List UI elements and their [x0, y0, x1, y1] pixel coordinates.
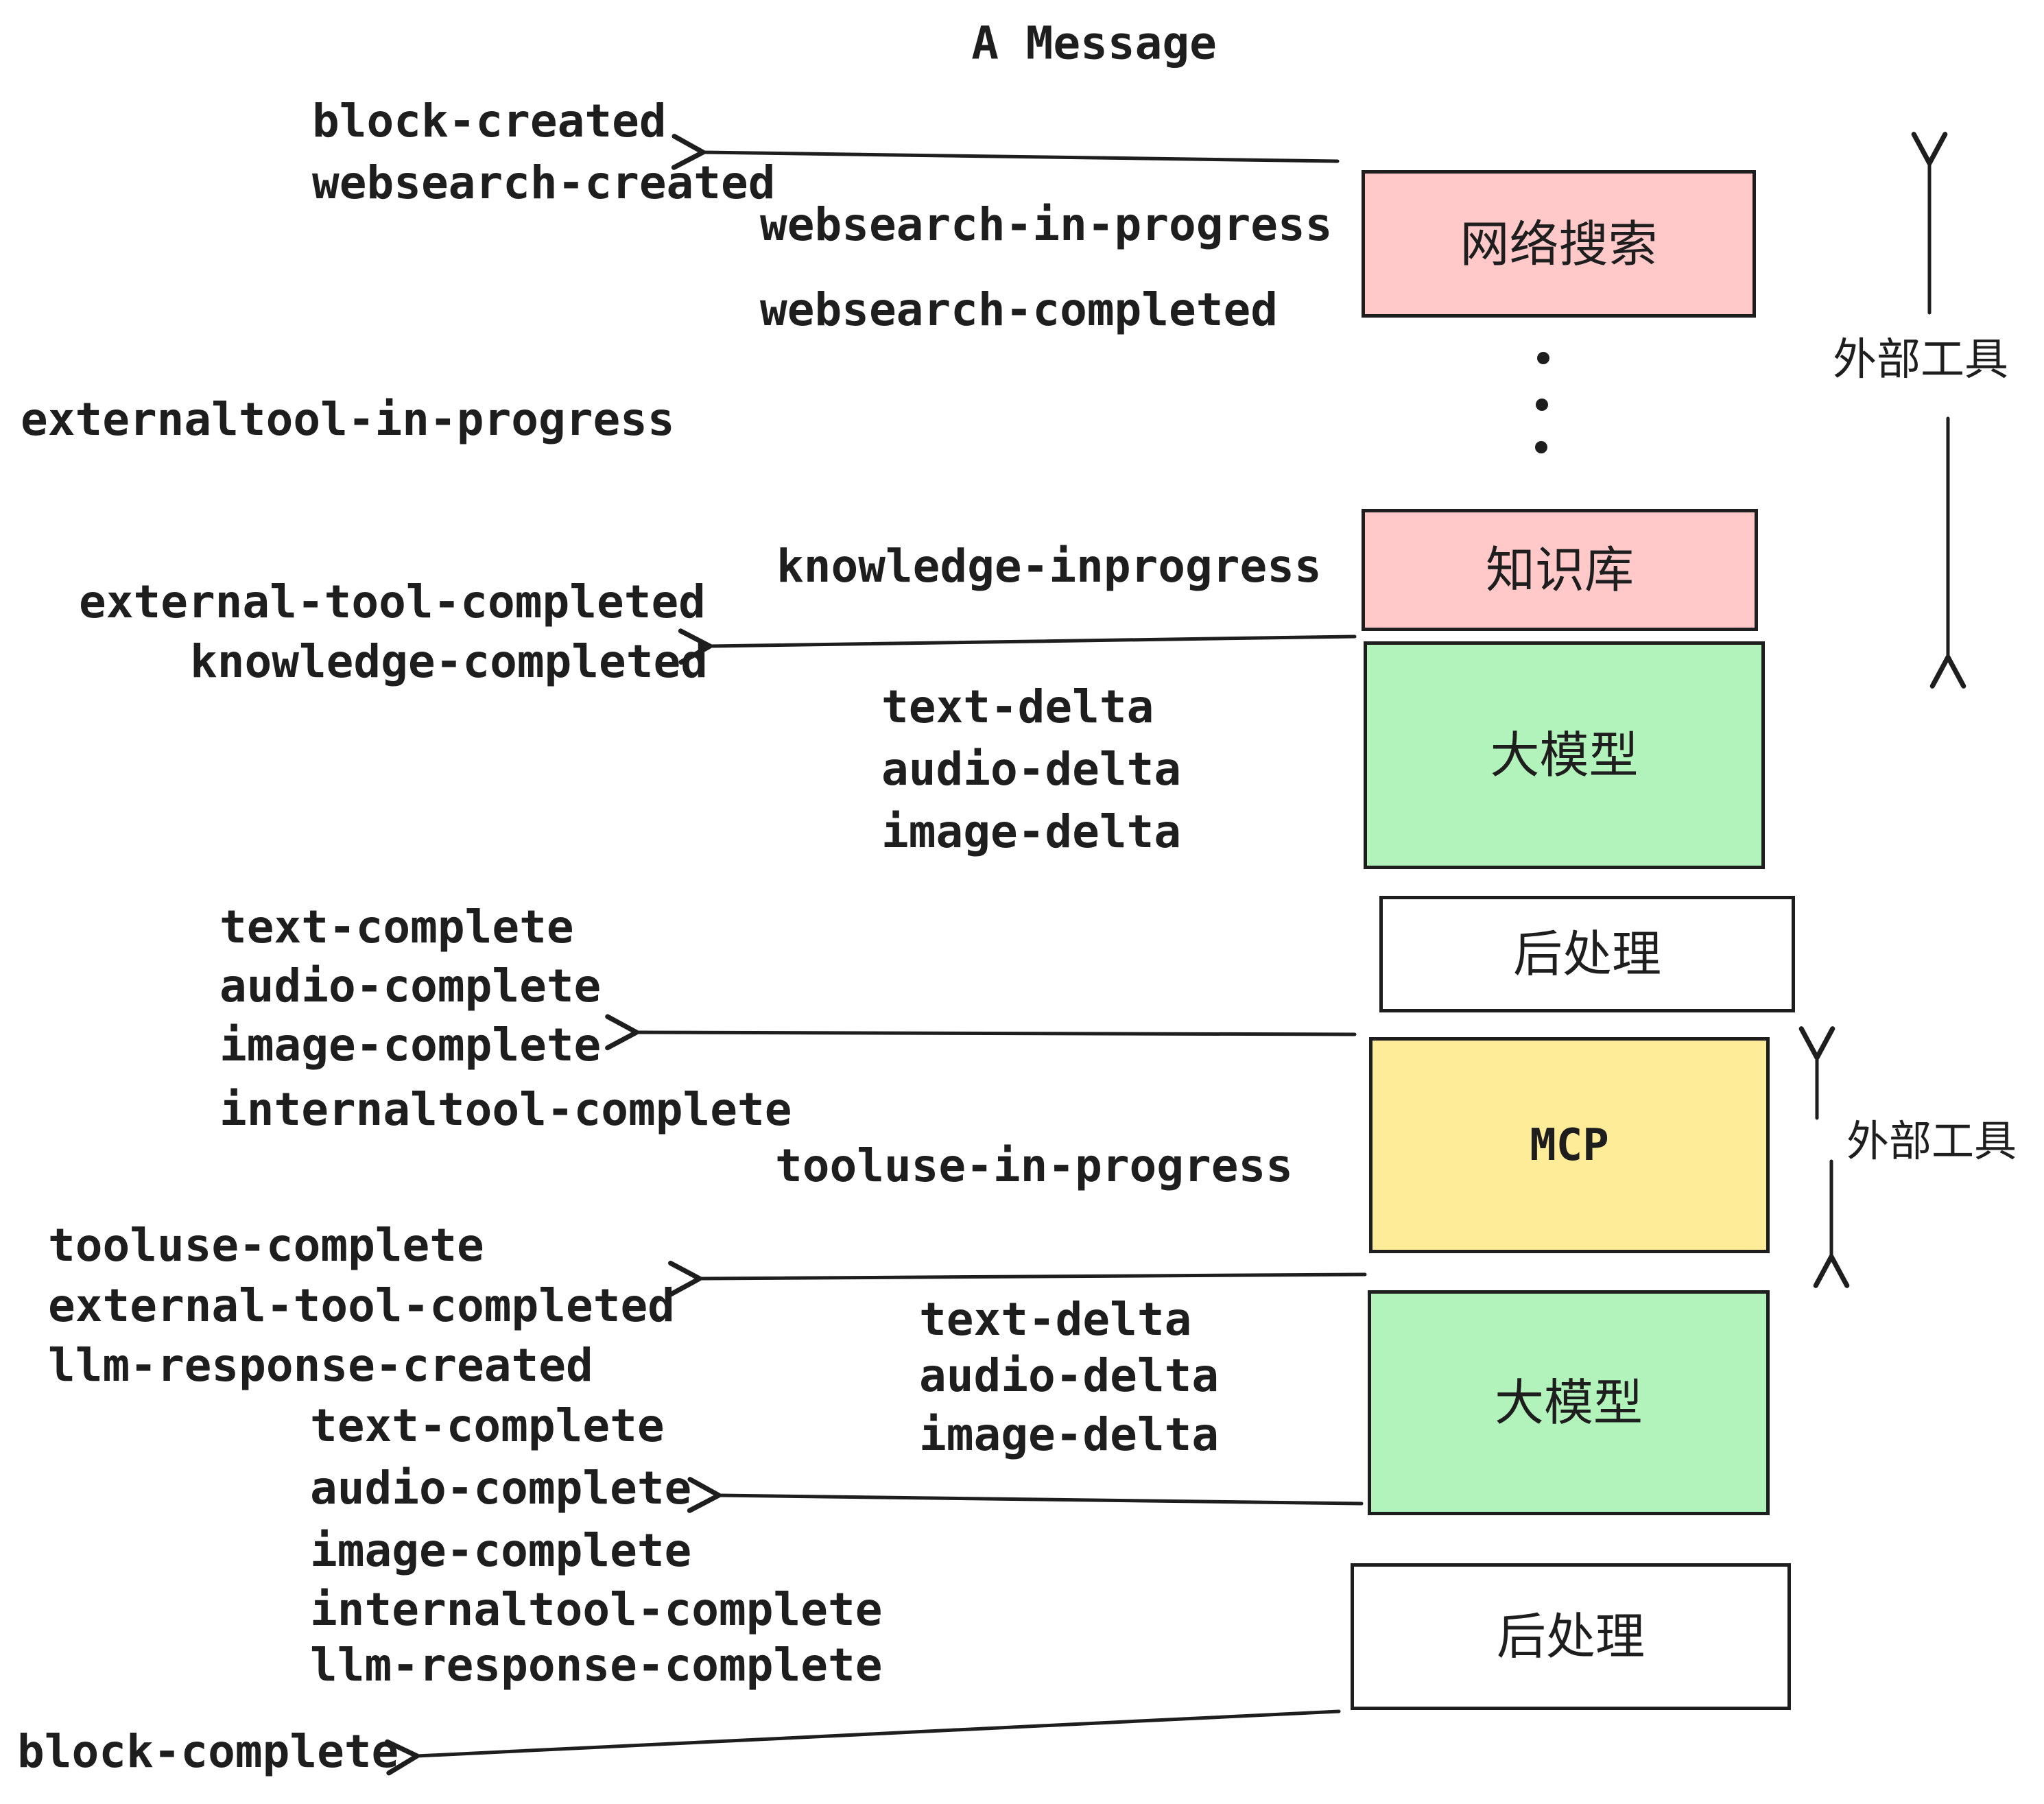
arrow-tooluse-complete	[668, 1260, 1367, 1297]
box-label-post-process-1: 后处理	[1512, 925, 1661, 983]
box-mcp: MCP	[1369, 1037, 1770, 1253]
box-post-process-1: 后处理	[1379, 896, 1795, 1012]
box-llm-2: 大模型	[1368, 1290, 1770, 1515]
event-label: text-complete	[219, 901, 574, 953]
ellipsis-dot	[1536, 399, 1548, 411]
event-label: externaltool-in-progress	[21, 393, 675, 446]
event-label: audio-complete	[219, 960, 602, 1012]
arrow-image-complete	[605, 1014, 1357, 1051]
event-label: internaltool-complete	[219, 1083, 792, 1136]
page-title: A Message	[971, 16, 1217, 70]
box-label-knowledge-base: 知识库	[1485, 541, 1634, 599]
ellipsis-dot	[1537, 352, 1549, 364]
event-label: text-complete	[310, 1399, 665, 1452]
event-label: external-tool-completed	[79, 575, 706, 628]
event-label: llm-response-created	[48, 1339, 593, 1392]
event-label: external-tool-completed	[48, 1279, 675, 1332]
arrow-audio-complete	[687, 1477, 1364, 1513]
event-label: tooluse-in-progress	[775, 1139, 1293, 1192]
event-label: block-created	[312, 95, 667, 147]
arrow-knowledge-completed	[678, 628, 1357, 665]
event-label: audio-delta	[881, 743, 1182, 796]
event-label: text-delta	[881, 680, 1154, 733]
event-label: audio-complete	[310, 1462, 692, 1515]
event-label: text-delta	[919, 1293, 1192, 1346]
box-label-post-process-2: 后处理	[1496, 1608, 1645, 1665]
event-label: websearch-created	[312, 156, 776, 209]
event-label: image-delta	[919, 1408, 1220, 1461]
box-knowledge-base: 知识库	[1362, 509, 1758, 631]
box-web-search: 网络搜索	[1362, 170, 1756, 318]
box-label-web-search: 网络搜索	[1460, 215, 1658, 273]
arrow-block-complete	[385, 1709, 1341, 1776]
side-label-external-tools-top: 外部工具	[1833, 335, 2008, 385]
event-label: image-complete	[310, 1524, 692, 1577]
event-label: knowledge-completed	[190, 635, 708, 688]
box-label-llm-2: 大模型	[1494, 1374, 1643, 1432]
event-label: image-delta	[881, 805, 1182, 858]
side-label-external-tools-mcp: 外部工具	[1846, 1116, 2017, 1166]
event-label: block-complete	[17, 1725, 399, 1778]
box-post-process-2: 后处理	[1351, 1563, 1791, 1710]
event-label: internaltool-complete	[310, 1583, 883, 1636]
event-label: llm-response-complete	[310, 1639, 883, 1692]
box-label-mcp: MCP	[1530, 1119, 1609, 1171]
event-label: audio-delta	[919, 1349, 1220, 1402]
ellipsis-dot	[1535, 441, 1547, 453]
box-label-llm-1: 大模型	[1490, 726, 1639, 784]
event-label: image-complete	[219, 1019, 602, 1071]
event-label: websearch-completed	[760, 283, 1278, 336]
event-label: tooluse-complete	[48, 1219, 484, 1272]
arrow-block-created	[671, 134, 1340, 170]
event-label: knowledge-inprogress	[776, 540, 1322, 593]
box-llm-1: 大模型	[1364, 641, 1765, 869]
event-label: websearch-in-progress	[760, 198, 1333, 251]
